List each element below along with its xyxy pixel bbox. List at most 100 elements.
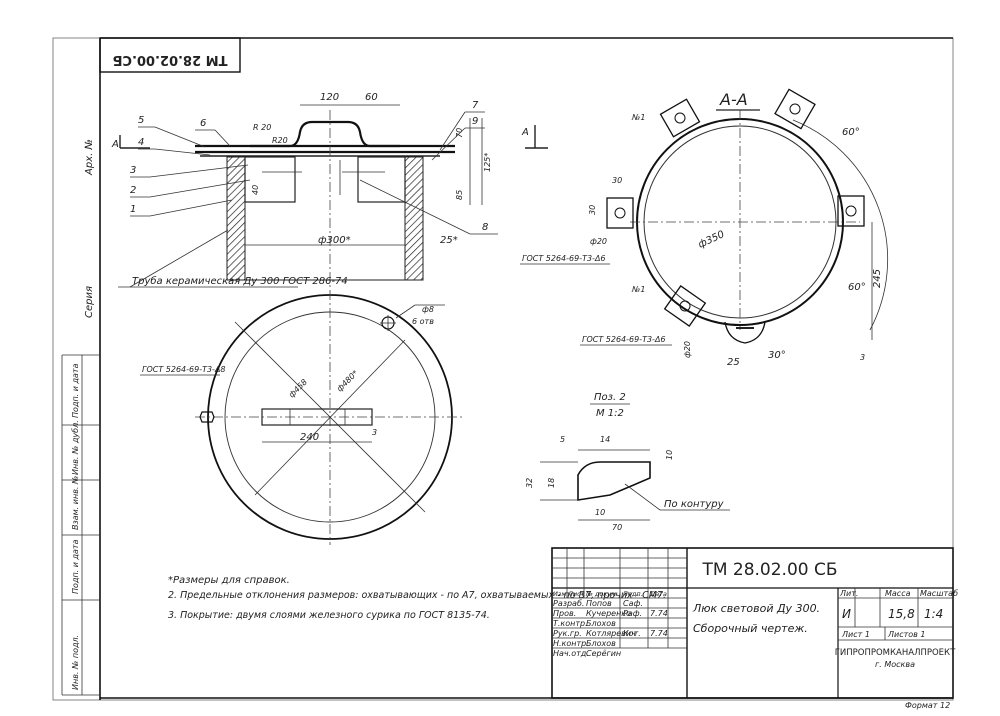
sheet-no: Лист 1 bbox=[841, 630, 870, 639]
note-3: 3. Покрытие: двумя слоями железного сури… bbox=[168, 610, 490, 621]
row-date: 7.74 bbox=[650, 609, 668, 618]
dim-40: 40 bbox=[251, 185, 260, 195]
row-role: Нач.отд. bbox=[553, 649, 589, 658]
dim-r20a: R 20 bbox=[253, 123, 271, 132]
signature-rows: Разраб. Попов Саф. Пров. Кучеренко Раф. … bbox=[553, 599, 668, 658]
contour-label: По контуру bbox=[664, 499, 725, 510]
dim-120: 120 bbox=[320, 92, 339, 103]
item-name-1: Люк световой Ду 300. bbox=[692, 602, 820, 615]
row-role: Рук.гр. bbox=[553, 629, 582, 638]
code-stamp-text: ТМ 28.02.00.СБ bbox=[113, 52, 228, 67]
bracket-tab-2 bbox=[774, 88, 816, 130]
callout-1: 1 bbox=[130, 204, 136, 215]
row-role: Т.контр. bbox=[553, 619, 588, 628]
bracket-tab-5 bbox=[663, 285, 707, 327]
callout-2: 2 bbox=[130, 185, 136, 196]
dim-14: 14 bbox=[600, 435, 610, 444]
note-1: *Размеры для справок. bbox=[168, 575, 290, 586]
doc-code: ТМ 28.02.00 СБ bbox=[701, 560, 837, 580]
pos2-scale: М 1:2 bbox=[596, 408, 624, 419]
scale-header: Масштаб bbox=[920, 589, 958, 598]
row-role: Разраб. bbox=[553, 599, 584, 608]
dim-30deg: 30° bbox=[768, 350, 786, 361]
arch-number-label: Арх. № bbox=[84, 139, 95, 176]
row-sign: Саф. bbox=[623, 599, 643, 608]
hdr-list: Лист bbox=[567, 590, 585, 598]
row-role: Н.контр. bbox=[553, 639, 589, 648]
hdr-izm: Изм bbox=[553, 590, 566, 598]
series-label: Серия bbox=[84, 286, 95, 318]
dim-245: 245 bbox=[872, 269, 883, 288]
margin-col-3: Взам. инв. № bbox=[71, 476, 80, 530]
margin-col-2: Инв. № дубл. bbox=[71, 420, 80, 475]
margin-strip: Арх. № Серия Подп. и дата Инв. № дубл. В… bbox=[61, 139, 100, 696]
sheets-count: Листов 1 bbox=[887, 630, 926, 639]
section-aa-view: А-А 60° 60° bbox=[520, 88, 889, 368]
mass-value: 15,8 bbox=[888, 607, 915, 621]
dim-70b: 70 bbox=[612, 523, 622, 532]
row-role: Пров. bbox=[553, 609, 576, 618]
row-sign: Кот. bbox=[623, 629, 641, 638]
callout-6: 6 bbox=[200, 118, 206, 129]
hole-count: 6 отв bbox=[412, 317, 434, 326]
row-name: Блохов bbox=[586, 619, 616, 628]
org-city: г. Москва bbox=[875, 660, 915, 669]
callouts: 5 4 3 2 1 6 7 9 8 bbox=[130, 100, 498, 235]
margin-col-5: Инв. № подл. bbox=[71, 635, 80, 690]
gost-label-plan: ГОСТ 5264-69-Т3-Δ8 bbox=[142, 365, 226, 374]
hinge-bracket bbox=[724, 321, 766, 344]
dim-240: 240 bbox=[300, 432, 319, 443]
margin-col-4: Подп. и дата bbox=[71, 539, 80, 594]
hdr-sign: Подп. bbox=[623, 590, 643, 598]
dim-30a: 30 bbox=[612, 176, 622, 185]
bracket-tab-3 bbox=[837, 195, 865, 227]
margin-col-1: Подп. и дата bbox=[71, 363, 80, 418]
scale-value: 1:4 bbox=[924, 607, 943, 621]
dim-32: 32 bbox=[525, 478, 534, 488]
bracket-tab-4 bbox=[606, 197, 634, 229]
dim-480: ф480* bbox=[335, 369, 360, 394]
dim-125: 125* bbox=[483, 153, 492, 172]
dim-r20b: R20 bbox=[272, 136, 288, 145]
row-name: Кучеренко bbox=[586, 609, 631, 618]
row-sign: Раф. bbox=[623, 609, 642, 618]
row-name: Попов bbox=[586, 599, 612, 608]
note-2: 2. Предельные отклонения размеров: охват… bbox=[168, 590, 666, 601]
dim-10: 10 bbox=[665, 450, 674, 460]
dim-458: ф458 bbox=[287, 377, 309, 399]
format-label: Формат 12 bbox=[905, 701, 950, 710]
pos2-title: Поз. 2 bbox=[594, 392, 626, 403]
dim-25b: 25 bbox=[727, 357, 740, 368]
weld-mark-aa: 3 bbox=[860, 353, 865, 362]
weld-mark-plan: 3 bbox=[372, 428, 377, 437]
dim-350: ф350 bbox=[697, 229, 727, 251]
dim-20b: ф20 bbox=[683, 341, 692, 358]
hdr-doc: № докум. bbox=[585, 590, 618, 598]
title-block: ТМ 28.02.00 СБ Изм Лист № докум. Подп. Д… bbox=[551, 547, 958, 710]
mass-header: Масса bbox=[885, 589, 911, 598]
dim-25: 25* bbox=[440, 235, 458, 246]
row-date: 7.74 bbox=[650, 629, 668, 638]
front-section-view: 120 60 R 20 R20 70 125* 85 40 ф300* 25* … bbox=[111, 92, 548, 290]
item-name-2: Сборочный чертеж. bbox=[693, 622, 808, 635]
hdr-date: Дата bbox=[649, 590, 667, 598]
dim-18: 18 bbox=[547, 478, 556, 488]
callout-4: 4 bbox=[138, 137, 144, 148]
dim-20: ф20 bbox=[590, 237, 607, 246]
dim-60: 60 bbox=[365, 92, 378, 103]
notes: *Размеры для справок. 2. Предельные откл… bbox=[168, 575, 666, 621]
lit-value: И bbox=[842, 607, 851, 621]
section-arrow-right: А bbox=[521, 127, 529, 138]
callout-7: 7 bbox=[472, 100, 479, 111]
no1b-label: №1 bbox=[631, 285, 645, 294]
row-name: Серёгин bbox=[586, 649, 621, 658]
plan-view: 240 ф480* ф458 ф8 6 отв ГОСТ 5264-69-Т3-… bbox=[140, 290, 465, 545]
pos2-detail: Поз. 2 М 1:2 5 14 10 32 18 10 70 По конт… bbox=[525, 392, 730, 532]
dim-60deg-lower: 60° bbox=[848, 282, 866, 293]
row-name: Блохов bbox=[586, 639, 616, 648]
no1-label: №1 bbox=[631, 113, 645, 122]
dim-30b: 30 bbox=[588, 205, 597, 215]
section-title: А-А bbox=[719, 90, 748, 109]
hole-dim: ф8 bbox=[422, 305, 434, 314]
